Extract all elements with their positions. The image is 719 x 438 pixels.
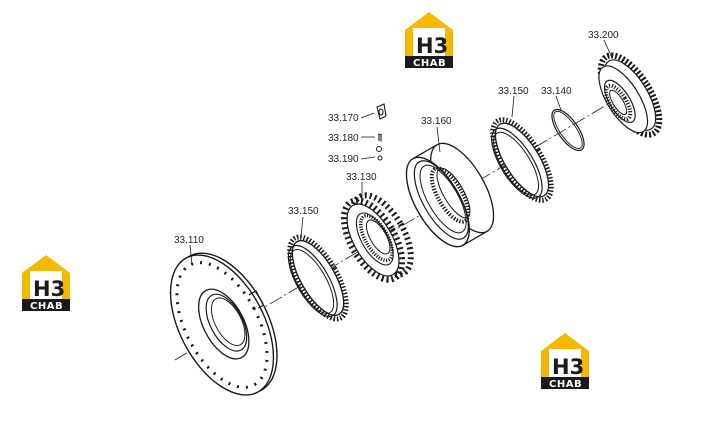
watermark-logo-left: H3 CHAB — [22, 255, 70, 312]
part-33180-spring — [377, 133, 383, 142]
label-33200: 33.200 — [588, 30, 619, 41]
label-33150-lower: 33.150 — [288, 206, 319, 217]
part-33190-ball — [376, 146, 383, 161]
watermark-word: CHAB — [549, 379, 582, 390]
label-33110: 33.110 — [174, 235, 204, 246]
watermark-logo-bottom: H3 CHAB — [541, 333, 589, 390]
part-33140-snap-ring — [551, 108, 585, 152]
center-axis — [174, 99, 616, 361]
label-33150-upper: 33.150 — [498, 86, 529, 97]
watermark-logo-top: H3 CHAB — [405, 12, 453, 69]
part-33110-flange-plate — [169, 252, 278, 396]
part-33130-synchro-hub — [340, 192, 414, 283]
watermark-word: CHAB — [413, 58, 446, 69]
watermark-mark: H3 — [416, 34, 448, 58]
part-33200-gear — [597, 52, 663, 138]
label-33160: 33.160 — [421, 116, 452, 127]
watermark-mark: H3 — [552, 355, 584, 379]
part-33160-sliding-sleeve — [405, 142, 495, 248]
part-33150-synchro-ring-upper — [490, 117, 554, 203]
label-33170: 33.170 — [328, 113, 359, 124]
watermark-mark: H3 — [33, 277, 65, 301]
watermark-word: CHAB — [30, 301, 63, 312]
leader-lines — [189, 39, 613, 266]
part-labels: 33.200 33.150 33.140 33.170 33.180 33.19… — [174, 30, 619, 246]
part-33170-key — [376, 103, 387, 120]
part-33150-synchro-ring-lower — [287, 234, 349, 322]
label-33130: 33.130 — [346, 172, 377, 183]
label-33190: 33.190 — [328, 154, 359, 165]
label-33140: 33.140 — [541, 86, 572, 97]
label-33180: 33.180 — [328, 133, 359, 144]
